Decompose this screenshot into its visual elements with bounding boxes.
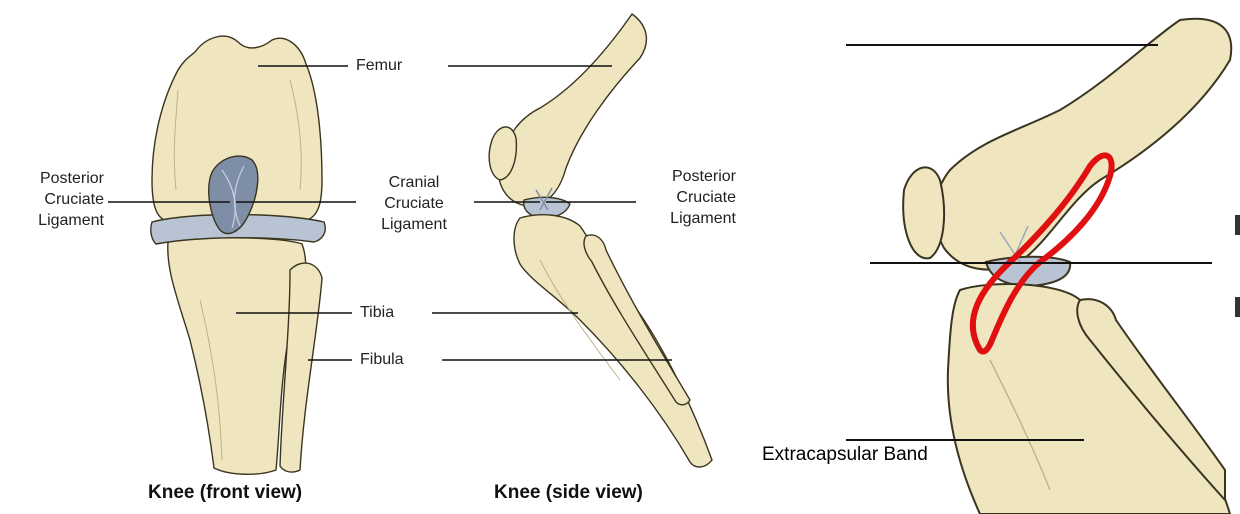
posterior-front-line-3: Ligament — [4, 210, 104, 231]
posterior-side-line-1: Posterior — [638, 166, 736, 187]
fibula-label: Fibula — [360, 349, 404, 370]
cranial-line-3: Ligament — [358, 214, 470, 235]
posterior-front-line-1: Posterior — [4, 168, 104, 189]
posterior-side-line-3: Ligament — [638, 208, 736, 229]
posterior-cruciate-side-label: Posterior Cruciate Ligament — [638, 166, 736, 229]
posterior-front-line-2: Cruciate — [4, 189, 104, 210]
side-tibia-bone — [514, 215, 712, 467]
cranial-line-2: Cruciate — [358, 193, 470, 214]
extracapsular-band-label: Extracapsular Band — [762, 444, 928, 466]
clipped-label-mark-2 — [1235, 297, 1240, 317]
front-view-knee — [151, 36, 325, 474]
femur-label: Femur — [356, 55, 402, 76]
tibia-label: Tibia — [360, 302, 394, 323]
cranial-line-1: Cranial — [358, 172, 470, 193]
side-femur-bone — [498, 14, 646, 206]
zoom-femur-bone — [935, 19, 1232, 270]
zoom-patella — [903, 167, 944, 258]
posterior-side-line-2: Cruciate — [638, 187, 736, 208]
cranial-cruciate-label: Cranial Cruciate Ligament — [358, 172, 470, 235]
posterior-cruciate-front-label: Posterior Cruciate Ligament — [4, 168, 104, 231]
side-view-knee — [489, 14, 712, 467]
front-view-caption: Knee (front view) — [148, 482, 302, 504]
side-view-caption: Knee (side view) — [494, 482, 643, 504]
clipped-label-mark-1 — [1235, 215, 1240, 235]
